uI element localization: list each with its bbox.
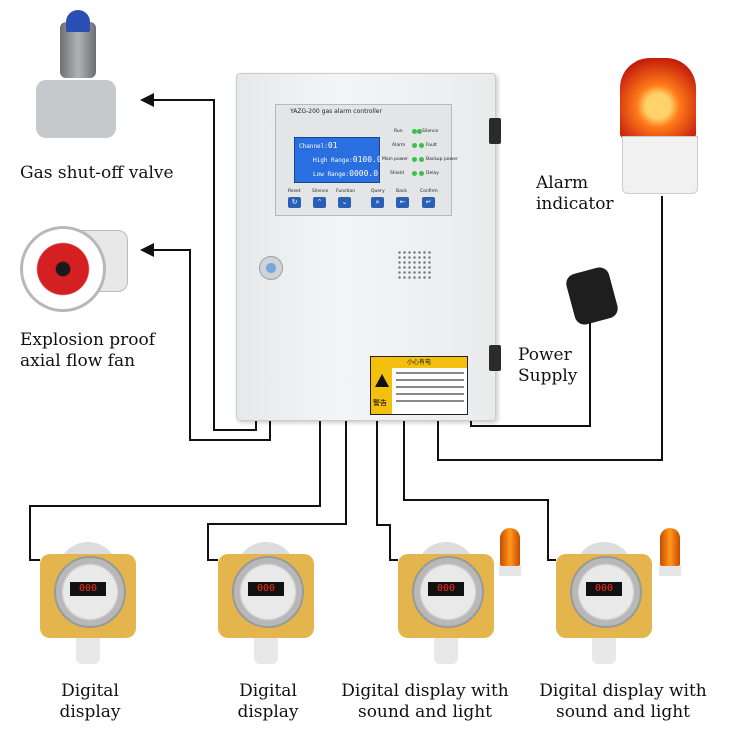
- door-lock-icon[interactable]: [259, 256, 283, 280]
- arrow-fan: [140, 243, 154, 257]
- led-label-alarm: Alarm: [392, 143, 406, 148]
- wire-detector-3: [376, 418, 398, 561]
- arrow-valve: [140, 93, 154, 107]
- led-alarm: [412, 143, 417, 148]
- controller-title: YAZG-200 gas alarm controller: [290, 108, 382, 115]
- led-label-run: Run: [394, 129, 403, 134]
- power-label-line2: Supply: [518, 366, 578, 386]
- gas-detector-3: 000: [398, 542, 494, 664]
- key-label-confirm: Confirm: [420, 189, 438, 194]
- detector-4-reading: 000: [586, 582, 622, 596]
- led-label-shield: Shield: [390, 171, 404, 176]
- key-label-reset: Reset: [288, 189, 301, 194]
- alarm-label-line2: indicator: [536, 194, 614, 214]
- led-delay: [419, 171, 424, 176]
- detector-3-beacon-icon: [500, 528, 520, 566]
- lcd-channel-label: Channel:: [299, 143, 328, 150]
- lcd-high-value: 0100.0: [352, 155, 382, 164]
- hinge-top: [489, 118, 501, 144]
- lcd-channel-value: 01: [327, 141, 338, 150]
- led-run: [412, 129, 417, 134]
- gas-detector-4: 000: [556, 542, 652, 664]
- query-key[interactable]: »: [371, 197, 384, 208]
- led-silence: [417, 129, 422, 134]
- confirm-key[interactable]: ↵: [422, 197, 435, 208]
- lcd-low-row: Low Range:0000.0: [313, 169, 378, 178]
- wire-valve: [152, 99, 257, 431]
- led-fault: [419, 143, 424, 148]
- lcd-channel-row: Channel:01: [299, 141, 338, 150]
- reset-key[interactable]: ↻: [288, 197, 301, 208]
- gas-detector-1: 000: [40, 542, 136, 664]
- wire-power: [470, 318, 591, 427]
- detector-3-label-line1: Digital display with: [341, 681, 509, 701]
- lcd-high-row: High Range:0100.0: [313, 155, 382, 164]
- lcd-low-value: 0000.0: [349, 169, 379, 178]
- detector-4-beacon-icon: [660, 528, 680, 566]
- led-main-power: [412, 157, 417, 162]
- hinge-bottom: [489, 345, 501, 371]
- led-label-main-power: Main power: [382, 157, 409, 162]
- detector-3-beacon-base: [499, 566, 521, 576]
- speaker-grille-icon: [397, 250, 433, 280]
- function-key[interactable]: ⌄: [338, 197, 351, 208]
- led-label-silence: Silence: [422, 129, 439, 134]
- wire-detector-4: [403, 418, 556, 561]
- fan-label-line1: Explosion proof: [20, 330, 156, 350]
- key-label-query: Query: [371, 189, 385, 194]
- warning-text-lines: [396, 372, 464, 407]
- alarm-label-line1: Alarm: [536, 173, 589, 193]
- detector-3-reading: 000: [428, 582, 464, 596]
- gas-detector-2: 000: [218, 542, 314, 664]
- led-label-delay: Delay: [426, 171, 439, 176]
- lcd-low-label: Low Range:: [313, 171, 350, 178]
- led-label-fault: Fault: [426, 143, 437, 148]
- led-backup-power: [419, 157, 424, 162]
- lcd-high-label: High Range:: [313, 157, 353, 164]
- detector-1-label-line2: display: [59, 702, 121, 722]
- valve-label: Gas shut-off valve: [20, 163, 174, 183]
- detector-3-label-line2: sound and light: [357, 702, 493, 722]
- detector-2-label-line1: Digital: [239, 681, 297, 701]
- detector-1-label-line1: Digital: [61, 681, 119, 701]
- wire-alarm: [437, 196, 663, 461]
- warning-badge: 警告: [373, 399, 387, 407]
- key-label-back: Back: [396, 189, 407, 194]
- detector-1-reading: 000: [70, 582, 106, 596]
- warning-header: 小心有电: [371, 357, 467, 368]
- key-label-function: Function: [336, 189, 356, 194]
- wire-detector-2: [207, 418, 347, 561]
- led-label-backup-power: Backup power: [426, 157, 458, 162]
- fan-label-line2: axial flow fan: [20, 351, 136, 371]
- wire-detector-1: [29, 418, 321, 561]
- electrical-warning-label: 小心有电 警告: [370, 356, 468, 415]
- power-label-line1: Power: [518, 345, 572, 365]
- control-panel: YAZG-200 gas alarm controller Channel:01…: [275, 104, 458, 216]
- led-shield: [412, 171, 417, 176]
- detector-4-label-line2: sound and light: [555, 702, 691, 722]
- detector-2-label-line2: display: [237, 702, 299, 722]
- warning-triangle-icon: 警告: [371, 368, 392, 414]
- back-key[interactable]: ←: [396, 197, 409, 208]
- detector-4-label-line1: Digital display with: [539, 681, 707, 701]
- silence-key[interactable]: ⌃: [313, 197, 326, 208]
- detector-2-reading: 000: [248, 582, 284, 596]
- key-label-silence: Silence: [312, 189, 329, 194]
- wire-fan: [152, 249, 271, 441]
- lcd-screen: Channel:01 High Range:0100.0 Low Range:0…: [294, 137, 382, 183]
- detector-4-beacon-base: [659, 566, 681, 576]
